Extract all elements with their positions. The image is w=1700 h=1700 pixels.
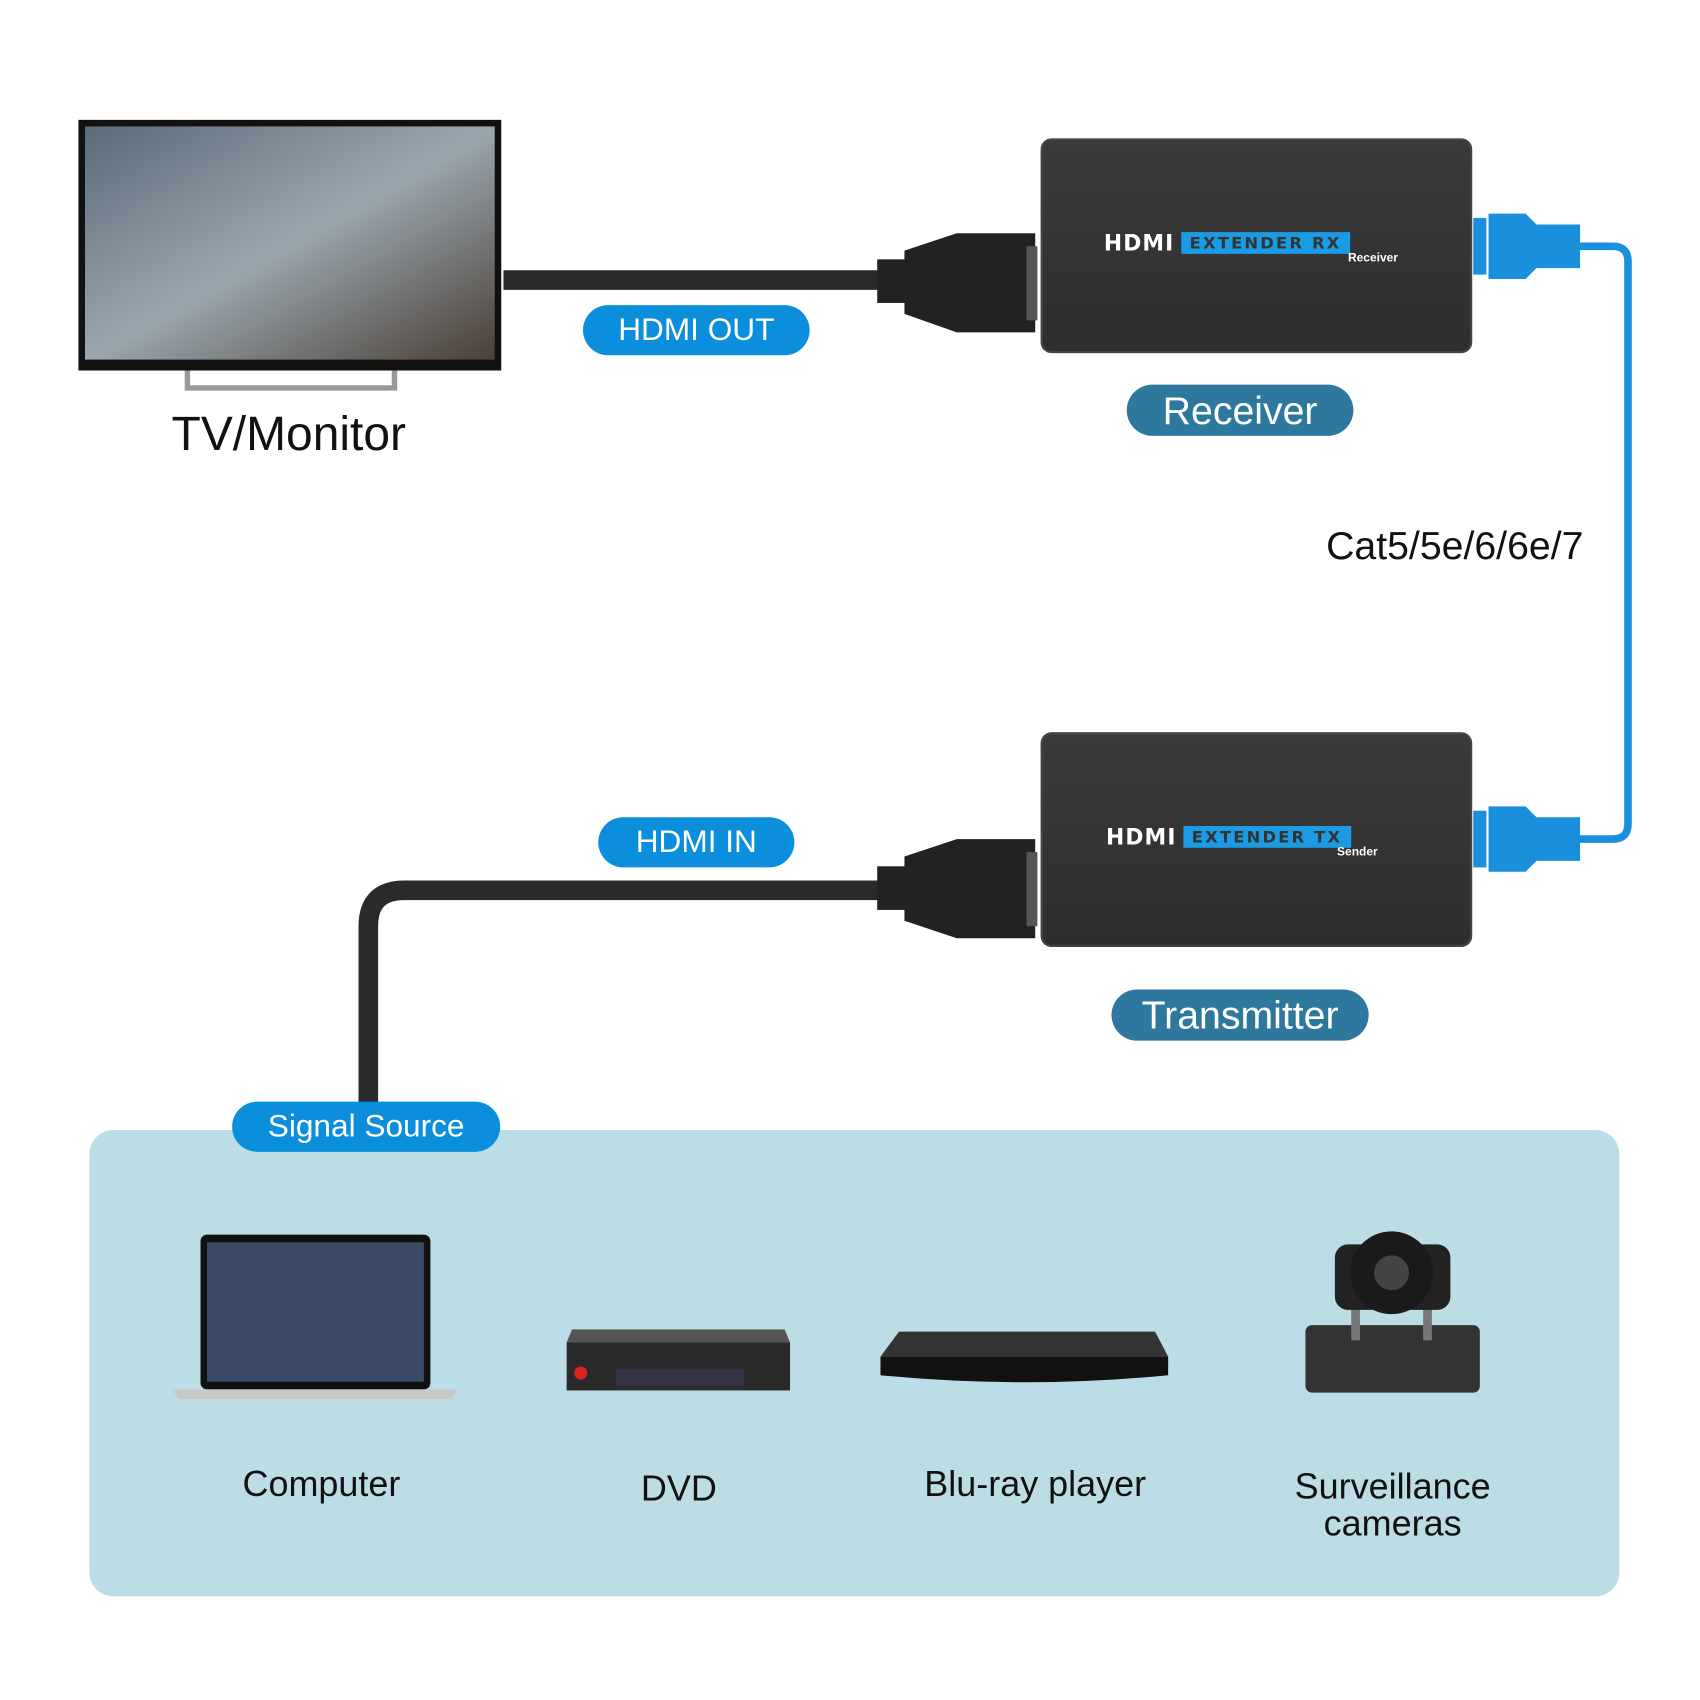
tv-monitor-label: TV/Monitor xyxy=(171,407,406,461)
source-label-computer: Computer xyxy=(242,1463,401,1504)
ptz-camera-icon xyxy=(1305,1231,1480,1393)
laptop-icon xyxy=(172,1234,458,1400)
hdmi-plug-rx xyxy=(877,233,1038,333)
receiver-extender-text: EXTENDER RX xyxy=(1180,232,1351,254)
source-label-bluray: Blu-ray player xyxy=(924,1463,1147,1504)
transmitter-device: HDMI EXTENDER TX Sender xyxy=(1040,732,1473,947)
transmitter-label: Transmitter xyxy=(1111,989,1369,1041)
hdmi-in-label: HDMI IN xyxy=(598,817,795,868)
lan-cable xyxy=(1569,242,1632,843)
source-label-dvd: DVD xyxy=(640,1467,717,1509)
receiver-hdmi-logo: HDMI xyxy=(1103,229,1175,257)
bluray-player-icon xyxy=(880,1331,1169,1383)
rj45-plug-tx xyxy=(1473,806,1581,872)
transmitter-sub-text: Sender xyxy=(1337,845,1378,859)
transmitter-extender-text: EXTENDER TX xyxy=(1183,825,1352,848)
tv-monitor-image xyxy=(78,119,502,391)
source-label-cameras: Surveillance cameras xyxy=(1294,1465,1491,1544)
hdmi-out-label: HDMI OUT xyxy=(582,305,810,356)
hdmi-in-cable xyxy=(358,880,894,1103)
transmitter-hdmi-logo: HDMI xyxy=(1106,823,1177,850)
receiver-device: HDMI EXTENDER RX Receiver xyxy=(1040,138,1473,354)
network-cable-label: Cat5/5e/6/6e/7 xyxy=(1326,523,1584,568)
rj45-plug-rx xyxy=(1473,213,1581,279)
receiver-label: Receiver xyxy=(1126,384,1354,436)
signal-source-label: Signal Source xyxy=(232,1101,501,1152)
receiver-sub-text: Receiver xyxy=(1347,251,1398,265)
hdmi-plug-tx xyxy=(877,839,1038,939)
dvd-player-icon xyxy=(566,1329,791,1391)
